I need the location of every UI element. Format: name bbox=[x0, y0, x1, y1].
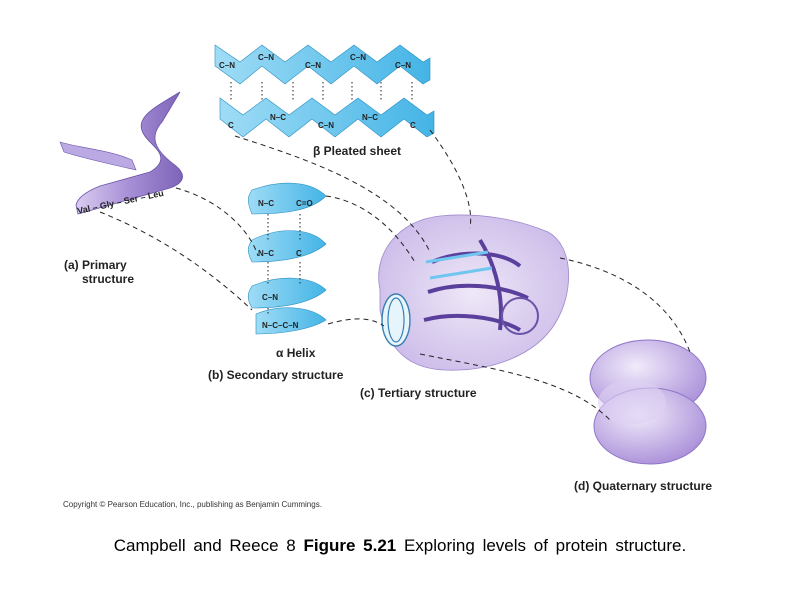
alpha-helix-illustration: N–C C=O N–C C C–N N–C–C–N bbox=[247, 182, 327, 335]
primary-ribbon bbox=[59, 91, 183, 215]
svg-text:C–N: C–N bbox=[258, 53, 274, 62]
figure-caption: Campbell and Reece 8 Figure 5.21 Explori… bbox=[0, 536, 800, 556]
quaternary-illustration bbox=[589, 339, 707, 465]
caption-suffix: Exploring levels of protein structure. bbox=[403, 536, 687, 555]
svg-text:C–N: C–N bbox=[305, 61, 321, 70]
svg-text:C: C bbox=[296, 249, 302, 258]
primary-tag: (a) bbox=[64, 258, 79, 272]
tertiary-blob bbox=[378, 214, 570, 371]
svg-text:C–N: C–N bbox=[395, 61, 411, 70]
svg-text:C–N: C–N bbox=[350, 53, 366, 62]
connector-lines bbox=[99, 129, 691, 421]
svg-text:N–C: N–C bbox=[362, 113, 378, 122]
svg-text:C: C bbox=[410, 121, 416, 130]
secondary-text: Secondary structure bbox=[226, 368, 344, 382]
tertiary-tag: (c) bbox=[360, 386, 375, 400]
quaternary-text: Quaternary structure bbox=[592, 479, 713, 493]
svg-text:C: C bbox=[228, 121, 234, 130]
alpha-helix-label: α Helix bbox=[276, 346, 316, 360]
beta-sheet-label: β Pleated sheet bbox=[313, 144, 402, 158]
tertiary-text: Tertiary structure bbox=[378, 386, 477, 400]
svg-text:C–N: C–N bbox=[219, 61, 235, 70]
svg-text:N–C: N–C bbox=[258, 199, 274, 208]
svg-text:C–N: C–N bbox=[262, 293, 278, 302]
primary-structure-label-line2: structure bbox=[82, 272, 135, 286]
caption-prefix: Campbell and Reece 8 bbox=[113, 536, 296, 555]
copyright-notice: Copyright © Pearson Education, Inc., pub… bbox=[63, 500, 322, 509]
svg-text:N–C: N–C bbox=[270, 113, 286, 122]
svg-text:N–C: N–C bbox=[258, 249, 274, 258]
svg-text:C=O: C=O bbox=[296, 199, 313, 208]
svg-text:N–C–C–N: N–C–C–N bbox=[262, 321, 299, 330]
quaternary-tag: (d) bbox=[574, 479, 590, 493]
svg-text:C–N: C–N bbox=[318, 121, 334, 130]
tertiary-structure-label: (c) Tertiary structure bbox=[360, 386, 477, 400]
quaternary-structure-label: (d) Quaternary structure bbox=[574, 479, 712, 493]
secondary-tag: (b) bbox=[208, 368, 224, 382]
primary-line1: Primary bbox=[82, 258, 127, 272]
beta-sheet-illustration: C–N C–N C–N C–N C–N C N–C C–N N–C C bbox=[214, 44, 435, 138]
primary-structure-label: (a) Primary bbox=[64, 258, 127, 272]
secondary-structure-label: (b) Secondary structure bbox=[208, 368, 343, 382]
caption-figure-number: Figure 5.21 bbox=[303, 536, 397, 555]
